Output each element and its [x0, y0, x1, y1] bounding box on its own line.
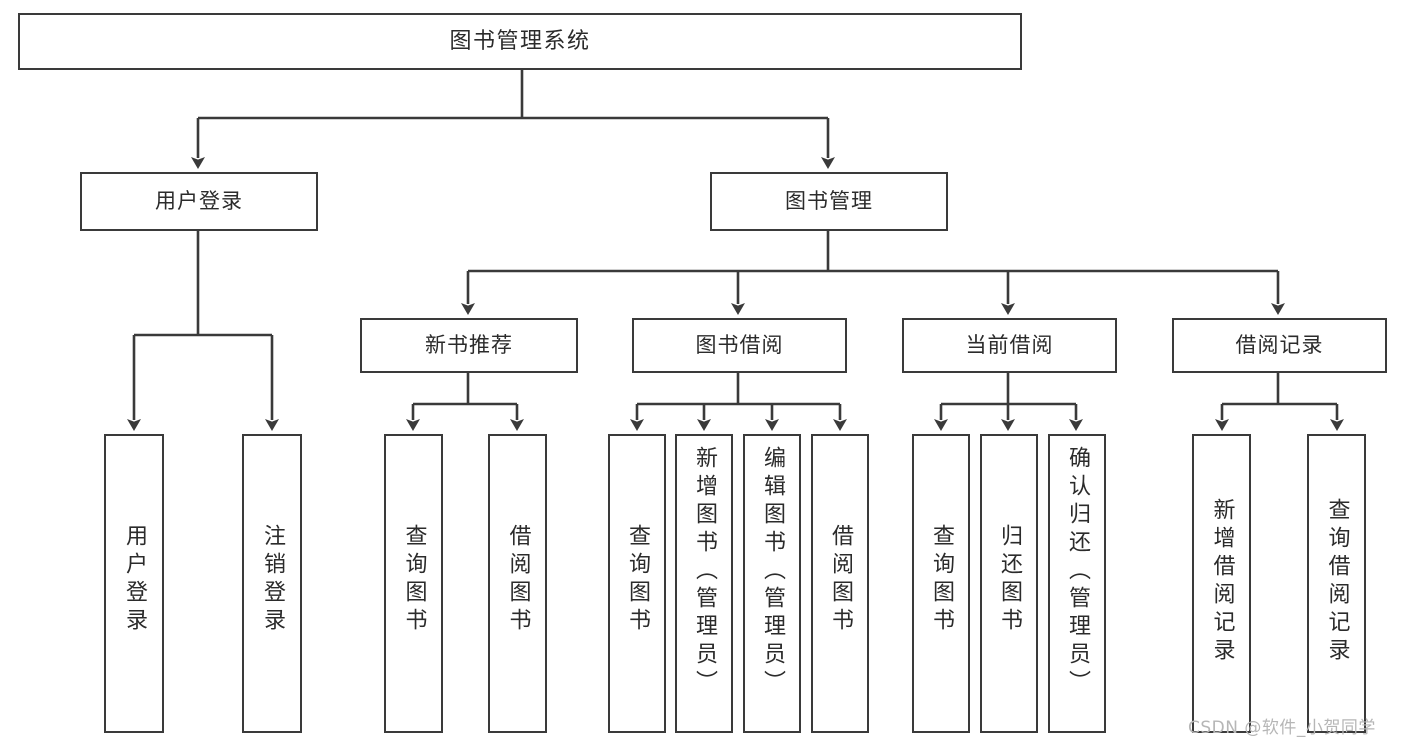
node-label: 注销登录 — [260, 524, 285, 636]
node-label: 借阅图书 — [505, 524, 531, 636]
node-borrow-record[interactable]: 借阅记录 — [1172, 318, 1387, 373]
node-root-book-management-system[interactable]: 图书管理系统 — [18, 13, 1022, 70]
leaf-return-book[interactable]: 归还图书 — [980, 434, 1038, 733]
node-book-management[interactable]: 图书管理 — [710, 172, 948, 231]
node-label: 图书管理系统 — [449, 28, 591, 54]
leaf-borrow-book[interactable]: 借阅图书 — [811, 434, 869, 733]
leaf-query-borrow-record[interactable]: 查询借阅记录 — [1307, 434, 1366, 733]
node-label: 新增图书（管理员） — [692, 446, 717, 698]
leaf-logout-login[interactable]: 注销登录 — [242, 434, 302, 733]
node-new-book-recommend[interactable]: 新书推荐 — [360, 318, 578, 373]
leaf-add-borrow-record[interactable]: 新增借阅记录 — [1192, 434, 1251, 733]
node-label: 查询图书 — [929, 524, 954, 636]
node-label: 查询借阅记录 — [1324, 498, 1350, 666]
node-label: 查询图书 — [625, 524, 650, 636]
node-label: 用户登录 — [155, 189, 243, 214]
node-label: 编辑图书（管理员） — [760, 446, 785, 698]
node-label: 当前借阅 — [965, 333, 1054, 358]
node-label: 图书管理 — [785, 189, 873, 214]
node-user-login[interactable]: 用户登录 — [80, 172, 318, 231]
node-label: 借阅图书 — [828, 524, 853, 636]
leaf-confirm-return-admin[interactable]: 确认归还（管理员） — [1048, 434, 1106, 733]
node-current-borrow[interactable]: 当前借阅 — [902, 318, 1117, 373]
leaf-add-book-admin[interactable]: 新增图书（管理员） — [675, 434, 733, 733]
node-label: 查询图书 — [401, 524, 427, 636]
leaf-borrow-book-recommend[interactable]: 借阅图书 — [488, 434, 547, 733]
leaf-query-book-current[interactable]: 查询图书 — [912, 434, 970, 733]
node-label: 确认归还（管理员） — [1065, 446, 1090, 698]
node-label: 图书借阅 — [695, 333, 784, 358]
node-label: 归还图书 — [997, 524, 1022, 636]
node-label: 新书推荐 — [425, 333, 513, 358]
node-label: 借阅记录 — [1235, 333, 1324, 358]
leaf-user-login[interactable]: 用户登录 — [104, 434, 164, 733]
leaf-edit-book-admin[interactable]: 编辑图书（管理员） — [743, 434, 801, 733]
leaf-query-book-borrow[interactable]: 查询图书 — [608, 434, 666, 733]
node-label: 用户登录 — [122, 524, 147, 636]
node-book-borrow[interactable]: 图书借阅 — [632, 318, 847, 373]
csdn-watermark: CSDN @软件_小贺同学 — [1188, 718, 1376, 738]
leaf-query-book-recommend[interactable]: 查询图书 — [384, 434, 443, 733]
node-label: 新增借阅记录 — [1209, 498, 1235, 666]
